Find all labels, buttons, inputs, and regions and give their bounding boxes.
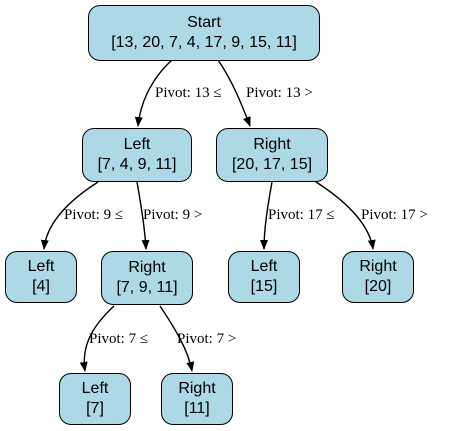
node-right-right: Right [20] [342,251,414,303]
edge-right-rightleft [260,181,273,250]
node-values: [7, 4, 9, 11] [97,156,177,173]
edge-label-right-rightleft: Pivot: 17 ≤ [268,207,335,223]
node-right-left: Left [15] [228,251,300,303]
edge-label-start-left: Pivot: 13 ≤ [155,85,222,101]
node-values: [15] [250,278,278,295]
node-title: Right [178,380,216,397]
node-left-right: Right [7, 9, 11] [101,251,193,305]
edge-leftright-right [159,305,195,372]
edge-left-leftright [136,181,150,250]
edge-left-leftleft [40,181,99,250]
node-title: Left [81,380,109,397]
node-title: Right [253,136,291,153]
node-values: [20] [364,278,392,295]
edge-label-leftright-right: Pivot: 7 > [177,331,237,347]
node-right: Right [20, 17, 15] [216,128,328,182]
edge-label-left-leftleft: Pivot: 9 ≤ [64,207,124,223]
node-values: [20, 17, 15] [231,156,313,173]
node-title: Right [359,258,397,275]
edge-label-left-leftright: Pivot: 9 > [143,207,203,223]
edge-label-start-right: Pivot: 13 > [246,85,313,101]
node-title: Left [250,258,278,275]
node-left-right-right: Right [11] [161,373,233,425]
edge-leftright-left [79,305,115,372]
edge-label-leftright-left: Pivot: 7 ≤ [89,331,149,347]
node-values: [4] [32,278,50,295]
edge-start-right [217,59,251,127]
node-title: Right [128,259,166,276]
edge-start-left [134,59,173,127]
edge-label-right-rightright: Pivot: 17 > [361,207,428,223]
node-title: Left [27,258,55,275]
node-start: Start [13, 20, 7, 4, 17, 9, 15, 11] [88,5,320,61]
node-left: Left [7, 4, 9, 11] [82,128,192,182]
node-title: Start [187,14,221,31]
node-values: [11] [184,400,210,417]
node-values: [7] [86,400,104,417]
node-values: [7, 9, 11] [116,279,178,296]
node-title: Left [123,136,151,153]
node-left-right-left: Left [7] [59,373,131,425]
edge-right-rightright [315,181,376,250]
node-left-left: Left [4] [5,251,77,303]
node-values: [13, 20, 7, 4, 17, 9, 15, 11] [111,34,297,51]
